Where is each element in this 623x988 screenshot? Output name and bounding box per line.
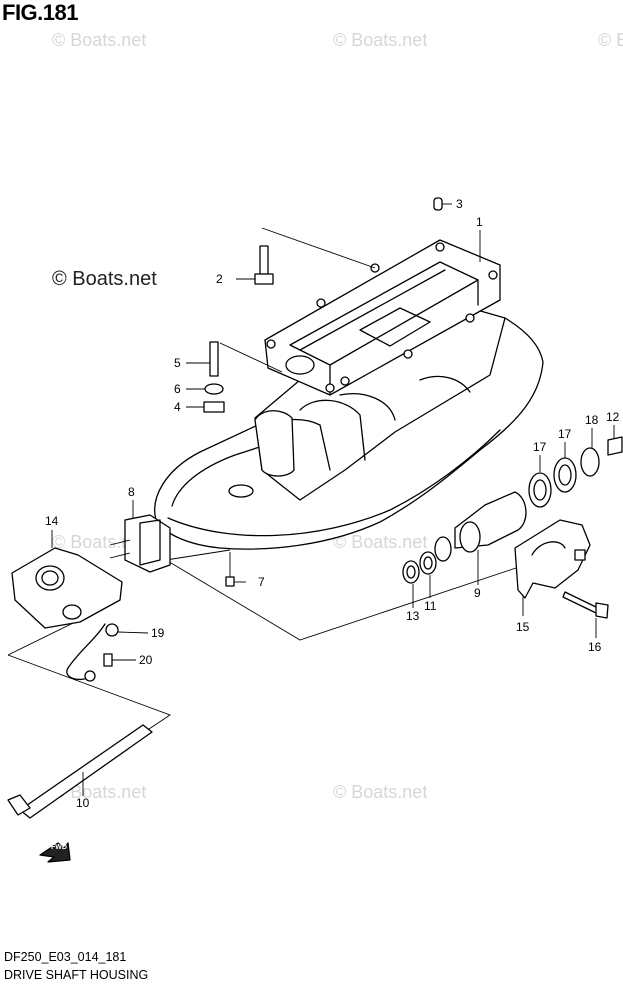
watermark: © Boats.net xyxy=(333,30,428,50)
callout-2: 2 xyxy=(216,272,223,286)
connector-part-8 xyxy=(109,500,171,573)
callout-8: 8 xyxy=(128,485,135,499)
callout-13: 13 xyxy=(406,609,420,623)
holder-part-14 xyxy=(11,530,123,629)
callout-10: 10 xyxy=(76,796,90,810)
callout-4: 4 xyxy=(174,400,181,414)
callout-11: 11 xyxy=(424,599,437,613)
watermark: © Boats.net xyxy=(333,532,428,552)
figure-title: FIG.181 xyxy=(2,0,78,25)
watermark: © Boats.net xyxy=(598,30,623,50)
bolt-part-2 xyxy=(236,245,274,285)
callout-5: 5 xyxy=(174,356,181,370)
long-bolt-part-10 xyxy=(7,724,153,819)
watermark: © Boats.net xyxy=(52,782,147,802)
callout-18: 18 xyxy=(585,413,599,427)
fwd-label: FWD xyxy=(51,844,67,851)
callout-19: 19 xyxy=(151,626,165,640)
bracket-part-15 xyxy=(514,519,591,616)
nut-part-12 xyxy=(607,436,623,456)
callout-14: 14 xyxy=(45,514,59,528)
callout-7: 7 xyxy=(258,575,265,589)
watermark: © Boats.net xyxy=(52,30,147,50)
callout-3: 3 xyxy=(456,197,463,211)
callout-16: 16 xyxy=(588,640,602,654)
callout-6: 6 xyxy=(174,382,181,396)
bushing-part-9 xyxy=(434,491,527,585)
callout-20: 20 xyxy=(139,653,153,667)
callout-12: 12 xyxy=(606,410,620,424)
drive-shaft-housing xyxy=(154,239,544,550)
clip-part-19-20 xyxy=(66,623,149,682)
figure-name: DRIVE SHAFT HOUSING xyxy=(4,968,149,982)
callout-15: 15 xyxy=(516,620,530,634)
dowel-pin xyxy=(433,197,443,211)
callout-17b: 17 xyxy=(558,427,572,441)
figure-code: DF250_E03_014_181 xyxy=(4,950,127,964)
fwd-arrow-icon xyxy=(39,842,71,863)
bolt-part-16 xyxy=(562,591,609,638)
callout-1: 1 xyxy=(476,215,483,229)
watermark: © Boats.net xyxy=(52,532,147,552)
callout-9: 9 xyxy=(474,586,481,600)
watermark: © Boats.net xyxy=(333,782,428,802)
stud-part-5 xyxy=(186,341,219,377)
callout-17a: 17 xyxy=(533,440,547,454)
watermark-prominent: © Boats.net xyxy=(52,268,157,290)
